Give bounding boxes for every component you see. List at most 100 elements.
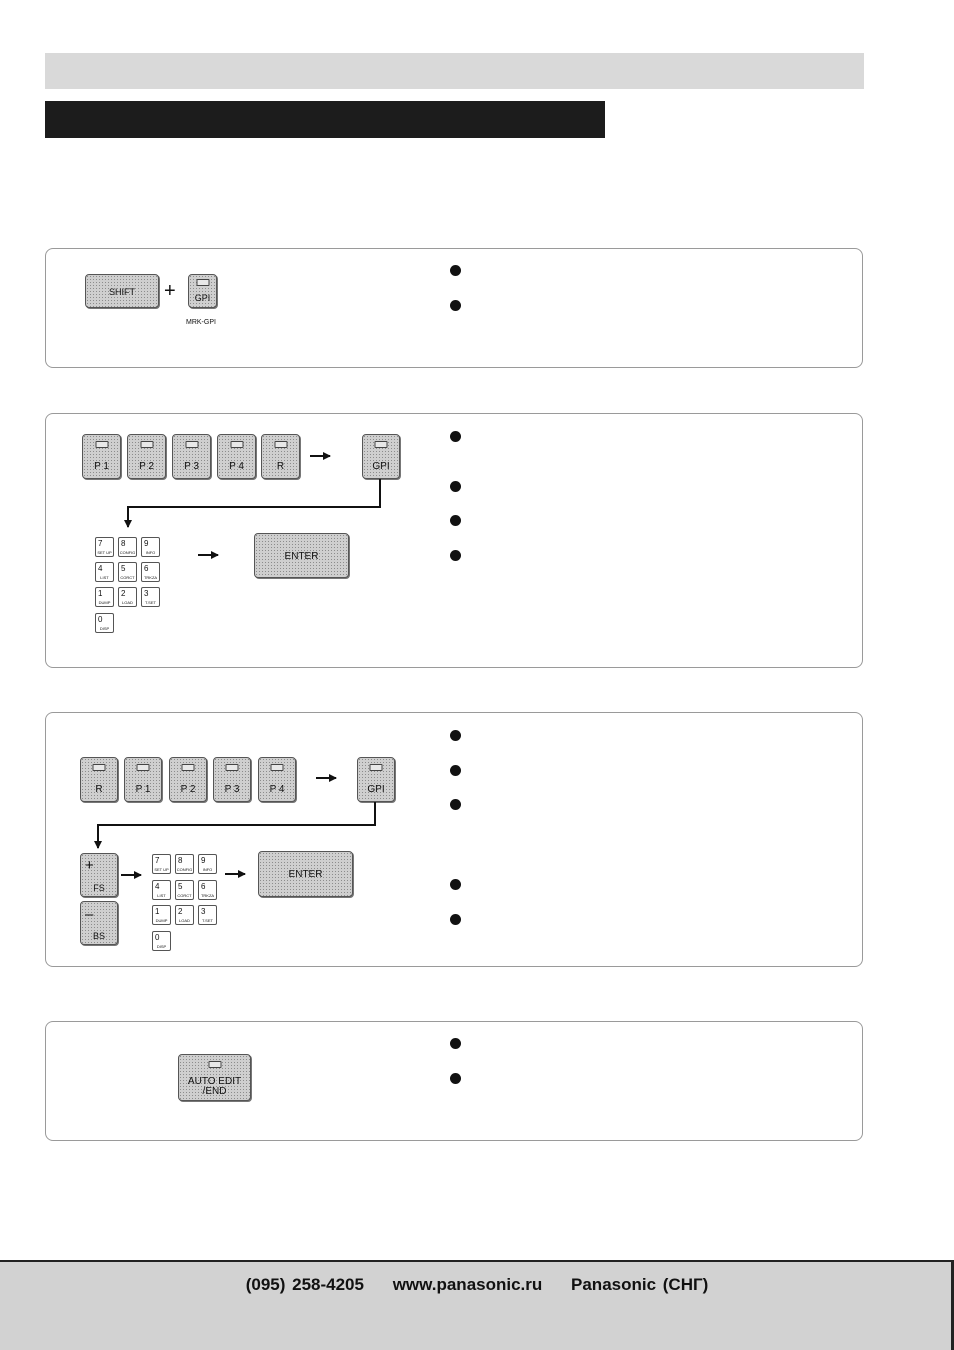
numpad-digit: 9 [144, 539, 149, 548]
key-label: P 2 [180, 784, 196, 795]
section-1-panel: SHIFT + GPI MRK-GPI [45, 248, 863, 368]
numpad-sublabel: DISP [156, 944, 167, 949]
led-indicator [274, 441, 287, 448]
bullet-point [450, 879, 461, 890]
numpad-digit: 7 [98, 539, 103, 548]
footer-website-link[interactable]: www.panasonic.ru [392, 1275, 543, 1294]
numpad-digit: 1 [98, 589, 103, 598]
bs-label: BS [92, 931, 105, 941]
bullet-point [450, 515, 461, 526]
auto-edit-label-line2: /END [202, 1086, 227, 1097]
auto-edit-end-key[interactable]: AUTO EDIT /END [178, 1054, 251, 1101]
bullet-point [450, 431, 461, 442]
auto-edit-label-line1: AUTO EDIT [187, 1076, 242, 1087]
footer-bar: (095) 258-4205 www.panasonic.ru Panasoni… [0, 1260, 954, 1350]
gpi-key[interactable]: GPI [357, 757, 395, 802]
key-label: P 3 [184, 461, 199, 472]
key-label: P 1 [135, 784, 151, 795]
led-indicator [225, 764, 239, 771]
bullet-point [450, 300, 461, 311]
numpad-sublabel: DUMP [98, 600, 111, 605]
fs-plus-key[interactable]: + FS [80, 853, 118, 897]
key-label: P 1 [94, 461, 109, 472]
gpi-key[interactable]: GPI [362, 434, 400, 479]
numpad-digit: 4 [155, 882, 160, 891]
numpad-sublabel: TRKZA [143, 575, 158, 580]
numpad-digit: 1 [155, 907, 160, 916]
numpad-digit: 3 [201, 907, 206, 916]
r-key[interactable]: R [261, 434, 300, 479]
plus-sign: + [85, 857, 94, 874]
footer-contact: (095) 258-4205 www.panasonic.ru Panasoni… [0, 1275, 954, 1295]
key-label: P 4 [269, 784, 285, 795]
numpad-digit: 5 [178, 882, 183, 891]
bullet-point [450, 765, 461, 776]
key-label: R [95, 784, 103, 795]
key-label: P 2 [139, 461, 154, 472]
key-label: GPI [372, 461, 390, 472]
plus-sign: + [164, 280, 176, 302]
p3-key[interactable]: P 3 [213, 757, 251, 802]
key-label: P 3 [224, 784, 240, 795]
minus-sign: – [85, 906, 94, 923]
p3-key[interactable]: P 3 [172, 434, 211, 479]
gpi-key-label: GPI [194, 293, 211, 303]
p2-key[interactable]: P 2 [127, 434, 166, 479]
numpad-sublabel: CORCT [120, 575, 135, 580]
numpad-sublabel: LOAD [122, 600, 133, 605]
numpad-sublabel: CONFIG [176, 867, 193, 872]
bs-minus-key[interactable]: – BS [80, 901, 118, 945]
r-key[interactable]: R [80, 757, 118, 802]
key-label: R [276, 461, 285, 472]
p4-key[interactable]: P 4 [217, 434, 256, 479]
mrk-gpi-caption: MRK-GPI [186, 319, 216, 326]
connector-arrow [94, 802, 376, 849]
gpi-led-indicator [196, 279, 209, 286]
section-4-panel: AUTO EDIT /END [45, 1021, 863, 1141]
numpad-sublabel: CONFIG [119, 550, 136, 555]
numpad-sublabel: LOAD [179, 918, 190, 923]
numpad-digit: 7 [155, 856, 160, 865]
fs-label: FS [93, 883, 105, 893]
numpad-digit: 8 [121, 539, 126, 548]
gpi-key[interactable]: GPI [188, 274, 217, 308]
p4-key[interactable]: P 4 [258, 757, 296, 802]
numpad-digit: 3 [144, 589, 149, 598]
shift-key[interactable]: SHIFT [85, 274, 159, 308]
enter-key[interactable]: ENTER [258, 851, 353, 897]
numpad-digit: 0 [155, 933, 160, 942]
header-bar-grey [45, 53, 864, 89]
numpad-sublabel: SET UP [97, 550, 112, 555]
enter-key[interactable]: ENTER [254, 533, 349, 578]
p1-key[interactable]: P 1 [82, 434, 121, 479]
p1-key[interactable]: P 1 [124, 757, 162, 802]
p2-key[interactable]: P 2 [169, 757, 207, 802]
numpad-digit: 6 [144, 564, 149, 573]
led-indicator [140, 441, 153, 448]
shift-key-label: SHIFT [109, 287, 135, 297]
footer-brand: Panasonic (СНГ) [571, 1275, 709, 1294]
